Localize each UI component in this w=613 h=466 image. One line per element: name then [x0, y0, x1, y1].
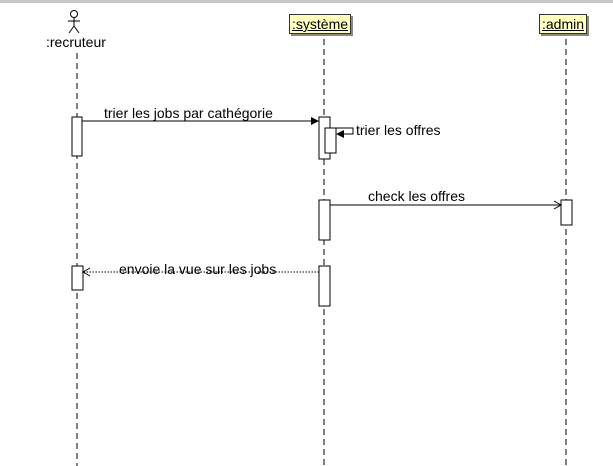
participant-recruteur-label[interactable]: :recruteur — [46, 34, 106, 50]
diagram-graphics — [68, 10, 573, 466]
activation-systeme-2[interactable] — [318, 199, 331, 241]
participant-admin-box[interactable]: :admin — [539, 14, 588, 34]
activation-recruteur-2[interactable] — [71, 265, 84, 291]
message-label-m2: trier les offres — [356, 122, 441, 138]
participant-systeme-box[interactable]: :système — [289, 14, 352, 34]
message-label-m4: envoie la vue sur les jobs — [119, 261, 277, 277]
actor-icon — [68, 10, 80, 34]
participant-systeme-label: :système — [292, 16, 349, 32]
activation-recruteur-1[interactable] — [71, 116, 83, 157]
participant-admin-label: :admin — [542, 16, 585, 32]
message-label-m1: trier les jobs par cathégorie — [104, 105, 273, 121]
message-label-m3: check les offres — [368, 188, 466, 204]
message-arrow-m4[interactable] — [81, 267, 319, 277]
activation-admin-1[interactable] — [560, 199, 573, 226]
message-arrow-m1[interactable] — [82, 117, 319, 125]
activation-systeme-nested[interactable] — [324, 127, 337, 154]
message-arrow-m3[interactable] — [330, 200, 563, 210]
message-arrow-m2[interactable] — [330, 127, 354, 138]
activation-systeme-3[interactable] — [318, 265, 331, 307]
